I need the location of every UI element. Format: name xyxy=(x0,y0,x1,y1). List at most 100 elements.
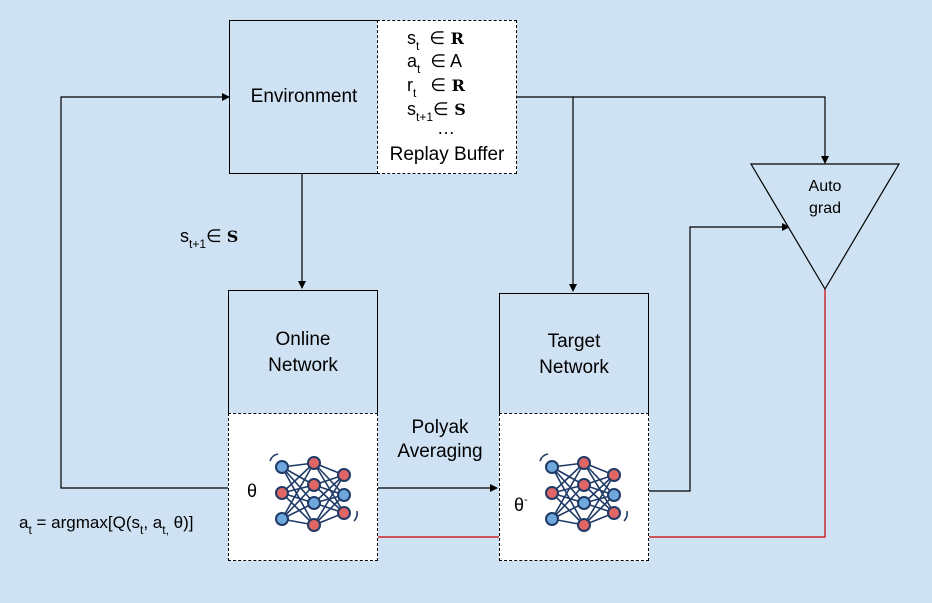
nn-node xyxy=(337,468,351,482)
buffer-element-of: ∈ xyxy=(430,51,447,71)
buffer-set: R xyxy=(445,29,464,48)
environment-label: Environment xyxy=(250,86,358,107)
nn-node xyxy=(577,496,591,510)
buffer-var-sub: t+1 xyxy=(416,110,434,124)
formula-s-sub: t xyxy=(139,523,144,537)
nn-edge xyxy=(281,484,315,520)
target-theta-sup: - xyxy=(524,494,528,506)
nn-signal-arc xyxy=(623,510,628,522)
nn-edge xyxy=(281,466,315,526)
nn-node xyxy=(307,456,321,470)
buffer-var-sub: t xyxy=(416,39,420,53)
nn-signal-arc xyxy=(539,453,549,462)
buffer-var-sub: t xyxy=(413,86,417,100)
polyak-line2: Averaging xyxy=(397,441,483,462)
formula-a: a xyxy=(19,513,29,532)
autograd-line1: Auto xyxy=(808,178,842,195)
buffer-set: R xyxy=(446,76,465,95)
nn-node xyxy=(577,478,591,492)
target-theta-symbol: θ xyxy=(514,495,525,515)
target-network-label: Target Network xyxy=(499,329,649,381)
nn-node xyxy=(307,478,321,492)
next-state-rel: ∈ xyxy=(206,226,222,246)
buffer-element-of: ∈ xyxy=(433,99,449,119)
formula-body2: , a xyxy=(143,513,163,532)
autograd-triangle xyxy=(749,163,901,291)
nn-edge xyxy=(551,492,585,526)
nn-edge xyxy=(313,494,345,526)
replay-buffer-ellipsis: … xyxy=(437,118,455,138)
nn-edge xyxy=(313,474,345,526)
nn-node xyxy=(275,512,289,526)
formula-a2-sub: t, xyxy=(162,523,169,537)
polyak-line1: Polyak xyxy=(411,417,469,438)
online-network-box xyxy=(228,290,378,414)
buffer-var: r xyxy=(407,75,413,95)
nn-node xyxy=(607,468,621,482)
formula-body1: = argmax[Q(s xyxy=(31,513,140,532)
nn-signal-arc xyxy=(269,453,279,462)
autograd-line2: grad xyxy=(808,200,842,217)
next-state-set: S xyxy=(226,227,239,246)
arrow-buffer-to-target xyxy=(517,96,577,292)
next-state-var: s xyxy=(180,226,189,246)
online-network-line1: Online xyxy=(275,329,331,350)
nn-node xyxy=(307,496,321,510)
next-state-sub: t+1 xyxy=(189,237,207,251)
replay-buffer-row: rt ∈ R xyxy=(407,75,465,100)
target-network-line1: Target xyxy=(547,331,601,352)
neural-network-icon xyxy=(269,453,358,532)
replay-buffer-box xyxy=(377,20,517,174)
nn-edge xyxy=(281,462,315,494)
arrow-action-to-env xyxy=(60,93,230,489)
nn-signal-arc xyxy=(353,510,358,522)
arrow-buffer-to-autograd xyxy=(573,96,829,164)
replay-buffer-row: at ∈ A xyxy=(407,51,463,76)
nn-node xyxy=(545,512,559,526)
replay-buffer-label: Replay Buffer xyxy=(389,144,505,165)
replay-buffer-row: st∈ R xyxy=(407,28,464,53)
nn-node xyxy=(307,518,321,532)
polyak-label: Polyak Averaging xyxy=(380,416,500,464)
nn-node xyxy=(337,488,351,502)
online-network-line2: Network xyxy=(268,355,338,376)
next-state-label: st+1∈ S xyxy=(180,226,239,251)
nn-edge xyxy=(281,492,315,526)
arrow-target-to-autograd xyxy=(630,223,790,492)
nn-edge xyxy=(551,466,585,504)
autograd-label: Auto grad xyxy=(785,176,865,220)
nn-edge xyxy=(551,462,585,520)
nn-node xyxy=(545,486,559,500)
neural-network-icon xyxy=(539,453,628,532)
nn-node xyxy=(607,488,621,502)
replay-buffer-row: st+1∈ S xyxy=(407,99,466,124)
action-formula: at = argmax[Q(st, at, θ)] xyxy=(19,513,194,537)
nn-node xyxy=(275,486,289,500)
nn-edge xyxy=(551,466,585,526)
nn-edge xyxy=(313,462,345,496)
nn-edge xyxy=(583,474,615,526)
nn-edge xyxy=(583,494,615,526)
buffer-var: a xyxy=(407,51,418,71)
online-network-label: Online Network xyxy=(228,327,378,379)
nn-edge xyxy=(281,466,315,504)
nn-node xyxy=(607,506,621,520)
buffer-set: S xyxy=(448,100,466,119)
nn-node xyxy=(577,518,591,532)
nn-edge xyxy=(281,462,315,520)
formula-a-sub: t xyxy=(28,523,32,537)
buffer-element-of: ∈ xyxy=(430,75,447,95)
formula-body3: θ)] xyxy=(168,513,194,532)
nn-edge xyxy=(583,462,615,496)
buffer-set: A xyxy=(446,51,463,71)
nn-node xyxy=(275,460,289,474)
buffer-var: s xyxy=(407,28,416,48)
nn-edge xyxy=(551,484,585,520)
buffer-var-sub: t xyxy=(417,62,421,76)
target-theta: θ- xyxy=(514,494,528,518)
nn-edge xyxy=(551,462,585,494)
target-network-line2: Network xyxy=(539,357,609,378)
buffer-var: s xyxy=(407,99,416,119)
nn-node xyxy=(545,460,559,474)
